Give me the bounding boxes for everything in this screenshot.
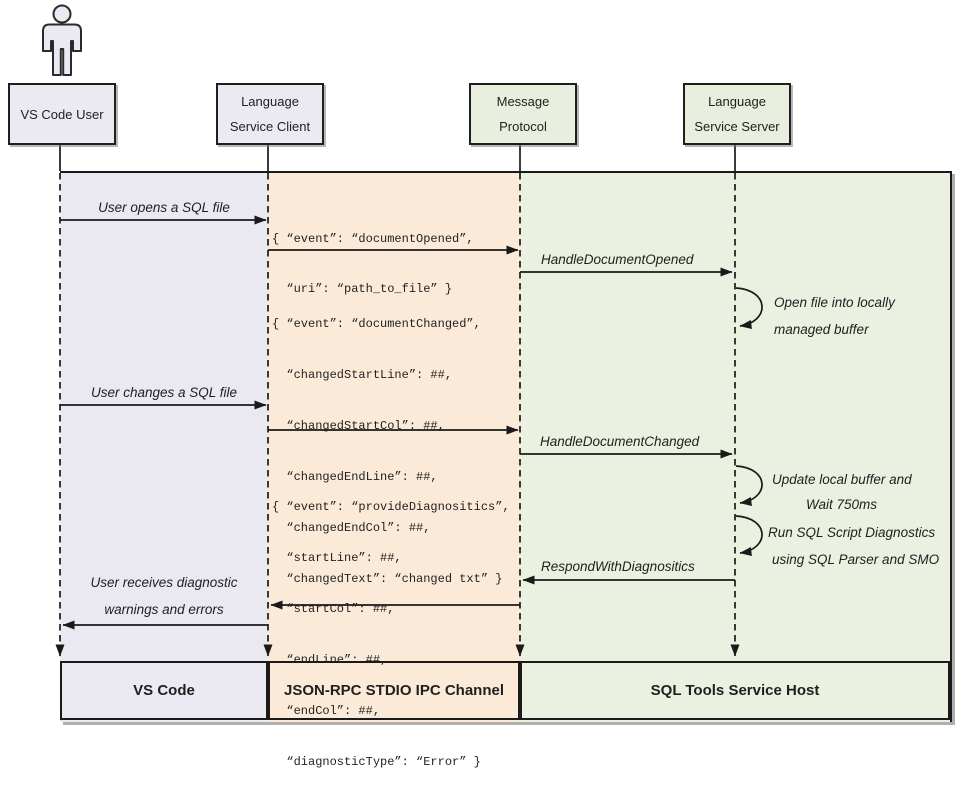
payload-line: “startLine”: ##,	[272, 551, 402, 565]
user-actor-icon	[42, 4, 82, 76]
note-update-buffer-line2: Wait 750ms	[806, 497, 878, 512]
payload-document-changed: { “event”: “documentChanged”, “changedSt…	[272, 285, 502, 605]
call-handle-document-changed: HandleDocumentChanged	[540, 434, 700, 449]
note-update-buffer-line1: Update local buffer and	[772, 472, 912, 487]
message-user-receives-line2: warnings and errors	[104, 602, 224, 617]
payload-line: “changedStartLine”: ##,	[272, 368, 453, 382]
payload-line: “uri”: “path_to_file” }	[272, 282, 453, 296]
sequence-arrows-layer	[55, 143, 763, 657]
actor-box-vs-code-user: VS Code User	[8, 83, 116, 145]
note-run-diagnostics-line2: using SQL Parser and SMO	[772, 552, 940, 567]
payload-document-opened: { “event”: “documentOpened”, “uri”: “pat…	[272, 200, 474, 314]
payload-line: “changedEndLine”: ##,	[272, 470, 438, 484]
message-user-changes-sql-file: User changes a SQL file	[90, 385, 238, 400]
payload-line: { “event”: “provideDiagnositics”,	[272, 500, 510, 514]
payload-line: “changedText”: “changed txt” }	[272, 572, 503, 586]
actor-label: VS Code User	[20, 106, 104, 122]
payload-line: “endCol”: ##,	[272, 704, 381, 718]
actor-label: Protocol	[499, 118, 547, 134]
payload-line: “changedStartCol”: ##,	[272, 419, 445, 433]
note-open-file-line1: Open file into locally	[774, 295, 895, 310]
actor-box-language-service-server: Language Service Server	[683, 83, 791, 145]
note-run-diagnostics-line1: Run SQL Script Diagnostics	[768, 525, 936, 540]
actor-label: Message	[496, 94, 550, 110]
message-user-receives-line1: User receives diagnostic	[90, 575, 238, 590]
footer-label: SQL Tools Service Host	[650, 682, 820, 699]
actor-label: Service Client	[229, 118, 311, 134]
message-user-opens-sql-file: User opens a SQL file	[98, 200, 230, 215]
payload-line: “endLine”: ##,	[272, 653, 388, 667]
actor-box-message-protocol: Message Protocol	[469, 83, 577, 145]
payload-line: { “event”: “documentChanged”,	[272, 317, 481, 331]
footer-service-host: SQL Tools Service Host	[520, 661, 950, 720]
actor-box-language-service-client: Language Service Client	[216, 83, 324, 145]
actor-label: Service Server	[694, 118, 780, 134]
payload-line: { “event”: “documentOpened”,	[272, 232, 474, 246]
footer-label: VS Code	[133, 682, 195, 699]
footer-ipc-channel: JSON-RPC STDIO IPC Channel	[268, 661, 520, 720]
actor-label: Language	[241, 94, 299, 110]
actor-label: Language	[708, 94, 766, 110]
note-open-file-line2: managed buffer	[774, 322, 869, 337]
payload-line: “startCol”: ##,	[272, 602, 395, 616]
lane-ipc-channel	[268, 173, 520, 722]
footer-label: JSON-RPC STDIO IPC Channel	[283, 682, 505, 699]
payload-line: “diagnosticType”: “Error” }	[272, 755, 481, 769]
call-handle-document-opened: HandleDocumentOpened	[541, 252, 694, 267]
payload-line: “changedEndCol”: ##,	[272, 521, 431, 535]
lane-vs-code	[60, 173, 268, 722]
call-respond-with-diagnostics: RespondWithDiagnositics	[541, 559, 695, 574]
payload-provide-diagnostics: { “event”: “provideDiagnositics”, “start…	[272, 468, 510, 788]
footer-vs-code: VS Code	[60, 661, 268, 720]
